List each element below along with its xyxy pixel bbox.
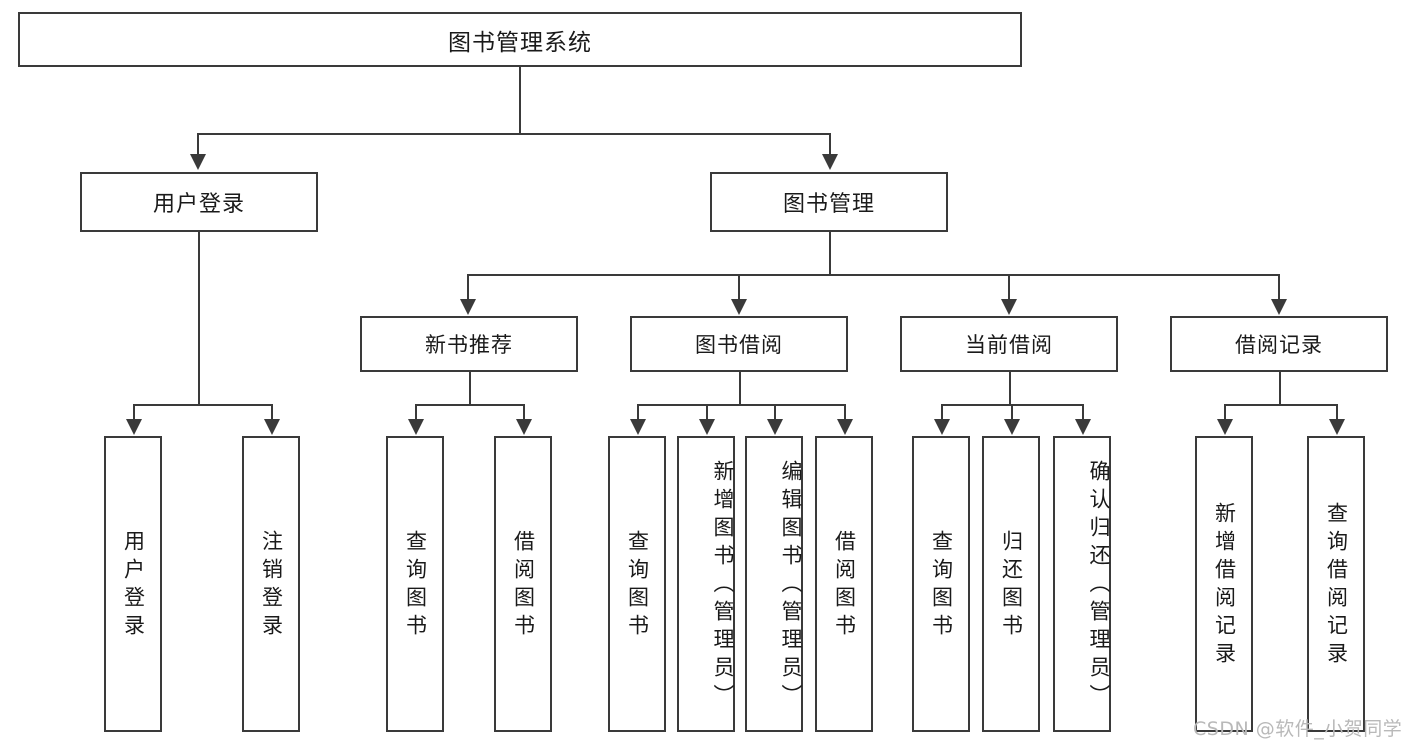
arrowhead-book-mgmt-child-2 [731,299,747,315]
arrowhead-user-login-leaf-2 [264,419,280,435]
leaf-borrow-record-query-record: 查询借阅记录 [1307,436,1365,732]
leaf-user-login-login: 用户登录 [104,436,162,732]
arrowhead-book-mgmt-child-1 [460,299,476,315]
connector-root-to-book-mgmt [829,133,831,155]
arrowhead-borrow-record-leaf-2 [1329,419,1345,435]
node-book-management-label: 图书管理 [782,192,875,217]
connector-root-to-user-login [197,133,199,155]
connector-book-borrow-drop-3 [774,404,776,420]
leaf-new-book-query-books: 查询图书 [386,436,444,732]
connector-book-mgmt-drop-1 [467,274,469,300]
leaf-user-login-logout: 注销登录 [242,436,300,732]
arrowhead-root-to-book-mgmt [822,154,838,170]
leaf-borrow-record-add-record: 新增借阅记录 [1195,436,1253,732]
connector-borrow-record-drop-2 [1336,404,1338,420]
connector-current-borrow-drop-2 [1011,404,1013,420]
leaf-book-borrow-add-book-admin: 新增图书（管理员） [677,436,735,732]
connector-book-borrow-stem [739,372,741,404]
connector-book-mgmt-stem [829,232,831,274]
arrowhead-book-borrow-leaf-2 [699,419,715,435]
connector-current-borrow-stem [1009,372,1011,404]
leaf-label: 查询图书 [625,530,650,642]
connector-current-borrow-drop-1 [941,404,943,420]
node-user-login-label: 用户登录 [152,192,245,217]
leaf-new-book-borrow-books: 借阅图书 [494,436,552,732]
arrowhead-root-to-user-login [190,154,206,170]
arrowhead-user-login-leaf-1 [126,419,142,435]
leaf-label: 注销登录 [259,530,284,642]
node-new-book-recommend: 新书推荐 [360,316,578,372]
connector-borrow-record-bus [1224,404,1336,406]
node-book-borrow: 图书借阅 [630,316,848,372]
node-borrow-record: 借阅记录 [1170,316,1388,372]
connector-new-book-drop-2 [523,404,525,420]
connector-book-borrow-drop-4 [844,404,846,420]
connector-book-mgmt-bus [467,274,1280,276]
leaf-label: 新增图书（管理员） [711,460,735,712]
leaf-label: 查询图书 [929,530,954,642]
node-current-borrow-label: 当前借阅 [965,333,1053,357]
connector-book-mgmt-drop-2 [738,274,740,300]
node-user-login: 用户登录 [80,172,318,232]
node-root-label: 图书管理系统 [448,29,592,56]
leaf-label: 借阅图书 [832,530,857,642]
leaf-label: 借阅图书 [511,530,536,642]
leaf-current-borrow-return-books: 归还图书 [982,436,1040,732]
leaf-label: 归还图书 [999,530,1024,642]
arrowhead-current-borrow-leaf-1 [934,419,950,435]
connector-root-stem [519,67,521,133]
arrowhead-current-borrow-leaf-3 [1075,419,1091,435]
connector-new-book-bus [415,404,523,406]
leaf-current-borrow-query-books: 查询图书 [912,436,970,732]
arrowhead-book-mgmt-child-3 [1001,299,1017,315]
arrowhead-book-borrow-leaf-3 [767,419,783,435]
connector-book-mgmt-drop-4 [1278,274,1280,300]
connector-book-mgmt-drop-3 [1008,274,1010,300]
node-current-borrow: 当前借阅 [900,316,1118,372]
leaf-label: 用户登录 [121,530,146,642]
connector-borrow-record-drop-1 [1224,404,1226,420]
leaf-label: 查询借阅记录 [1324,502,1349,670]
leaf-label: 编辑图书（管理员） [779,460,803,712]
node-book-borrow-label: 图书借阅 [695,333,783,357]
connector-user-login-drop-2 [271,404,273,420]
connector-new-book-drop-1 [415,404,417,420]
connector-current-borrow-drop-3 [1082,404,1084,420]
leaf-label: 确认归还（管理员） [1087,460,1111,712]
connector-new-book-stem [469,372,471,404]
watermark-credit: CSDN @软件_小贺同学 [1193,718,1403,740]
connector-root-bus [197,133,831,135]
node-new-book-recommend-label: 新书推荐 [425,333,513,357]
leaf-book-borrow-query-books: 查询图书 [608,436,666,732]
connector-book-borrow-drop-2 [706,404,708,420]
connector-borrow-record-stem [1279,372,1281,404]
leaf-book-borrow-edit-book-admin: 编辑图书（管理员） [745,436,803,732]
arrowhead-book-borrow-leaf-1 [630,419,646,435]
leaf-current-borrow-confirm-return-admin: 确认归还（管理员） [1053,436,1111,732]
connector-book-borrow-drop-1 [637,404,639,420]
node-borrow-record-label: 借阅记录 [1235,333,1323,357]
leaf-label: 查询图书 [403,530,428,642]
arrowhead-book-mgmt-child-4 [1271,299,1287,315]
arrowhead-new-book-leaf-1 [408,419,424,435]
leaf-label: 新增借阅记录 [1212,502,1237,670]
connector-user-login-drop-1 [133,404,135,420]
arrowhead-current-borrow-leaf-2 [1004,419,1020,435]
leaf-book-borrow-borrow-books: 借阅图书 [815,436,873,732]
connector-book-borrow-bus [637,404,844,406]
arrowhead-book-borrow-leaf-4 [837,419,853,435]
connector-user-login-stem [198,232,200,404]
node-book-management: 图书管理 [710,172,948,232]
arrowhead-borrow-record-leaf-1 [1217,419,1233,435]
connector-user-login-bus [133,404,271,406]
node-root: 图书管理系统 [18,12,1022,67]
arrowhead-new-book-leaf-2 [516,419,532,435]
